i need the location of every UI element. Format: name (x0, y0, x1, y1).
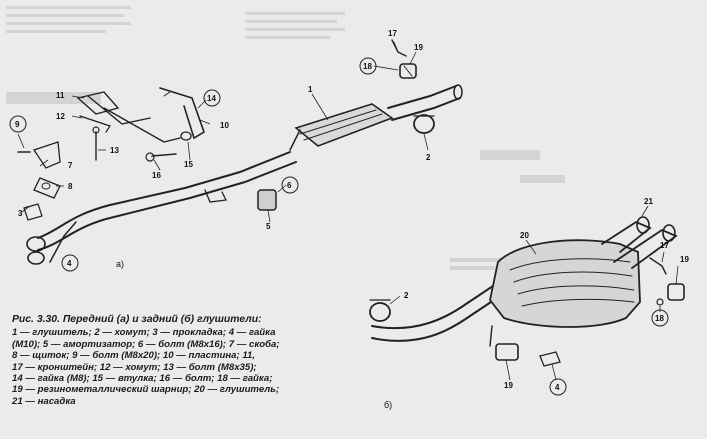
rear-exhaust-assembly (369, 216, 685, 367)
callout-9: 9 (9, 115, 27, 133)
subfigure-label-b: б) (384, 400, 392, 410)
callout-1: 1 (308, 85, 313, 94)
svg-text:17: 17 (660, 241, 669, 250)
callout-rear-18: 18 (651, 309, 669, 327)
svg-text:12: 12 (56, 112, 65, 121)
front-exhaust-assembly (17, 39, 463, 265)
callout-6: 6 (281, 176, 299, 194)
caption-line: 17 — кронштейн; 12 — хомут; 13 — болт (М… (12, 361, 257, 373)
callout-rear-4: 4 (549, 378, 567, 396)
callout-3: 3 (18, 209, 23, 218)
callout-11: 11 (56, 91, 65, 100)
subfigure-label-a: а) (116, 259, 124, 269)
callout-rear-19-right: 19 (680, 255, 689, 264)
caption-line: 19 — резинометаллический шарнир; 20 — гл… (12, 384, 280, 396)
svg-text:4: 4 (555, 383, 560, 392)
svg-text:8: 8 (68, 182, 73, 191)
svg-text:2: 2 (426, 153, 431, 162)
svg-text:17: 17 (388, 29, 397, 38)
svg-text:5: 5 (266, 222, 271, 231)
callout-17: 17 (388, 29, 397, 38)
callout-12: 12 (56, 112, 65, 121)
svg-text:15: 15 (184, 160, 193, 169)
callout-10: 10 (220, 121, 229, 130)
callout-rear-21: 21 (644, 197, 653, 206)
figure-title: Рис. 3.30. Передний (а) и задний (б) глу… (12, 314, 262, 325)
svg-text:18: 18 (363, 62, 372, 71)
svg-text:6: 6 (287, 181, 292, 190)
svg-text:18: 18 (655, 314, 664, 323)
svg-text:4: 4 (67, 259, 72, 268)
svg-text:20: 20 (520, 231, 529, 240)
callout-leaders-rear (389, 205, 679, 381)
callout-7: 7 (68, 161, 73, 170)
svg-text:7: 7 (68, 161, 73, 170)
callout-2: 2 (426, 153, 431, 162)
caption-line: 14 — гайка (М8); 15 — втулка; 16 — болт;… (12, 373, 273, 385)
callout-16: 16 (152, 171, 161, 180)
figure-caption: Рис. 3.30. Передний (а) и задний (б) глу… (12, 314, 360, 407)
svg-text:1: 1 (308, 85, 313, 94)
caption-line: 1 — глушитель; 2 — хомут; 3 — прокладка;… (12, 327, 276, 339)
svg-text:19: 19 (414, 43, 423, 52)
callout-5: 5 (266, 222, 271, 231)
callout-14: 14 (203, 89, 221, 107)
svg-text:13: 13 (110, 146, 119, 155)
svg-text:3: 3 (18, 209, 23, 218)
caption-line: (М10); 5 — амортизатор; 6 — болт (М8х16)… (12, 338, 280, 350)
callout-rear-20: 20 (520, 231, 529, 240)
svg-text:19: 19 (504, 381, 513, 390)
callout-13: 13 (110, 146, 119, 155)
caption-line: 8 — щиток; 9 — болт (М8х20); 10 — пласти… (12, 350, 255, 362)
callout-rear-19-bottom: 19 (504, 381, 513, 390)
callout-numbers: 1 2 3 4 5 6 7 8 9 10 11 12 13 14 15 16 1… (9, 29, 689, 396)
callout-rear-17: 17 (660, 241, 669, 250)
svg-text:9: 9 (15, 120, 20, 129)
svg-text:10: 10 (220, 121, 229, 130)
callout-leaders-front (17, 41, 429, 223)
svg-text:14: 14 (207, 94, 216, 103)
callout-18: 18 (359, 57, 377, 75)
svg-text:11: 11 (56, 91, 65, 100)
caption-line: 21 — насадка (12, 395, 76, 407)
svg-text:21: 21 (644, 197, 653, 206)
svg-text:19: 19 (680, 255, 689, 264)
callout-8: 8 (68, 182, 73, 191)
svg-text:16: 16 (152, 171, 161, 180)
bleed-through-marks (6, 6, 565, 270)
callout-15: 15 (184, 160, 193, 169)
callout-19: 19 (414, 43, 423, 52)
callout-4: 4 (61, 254, 79, 272)
callout-rear-2: 2 (404, 291, 409, 300)
svg-text:2: 2 (404, 291, 409, 300)
